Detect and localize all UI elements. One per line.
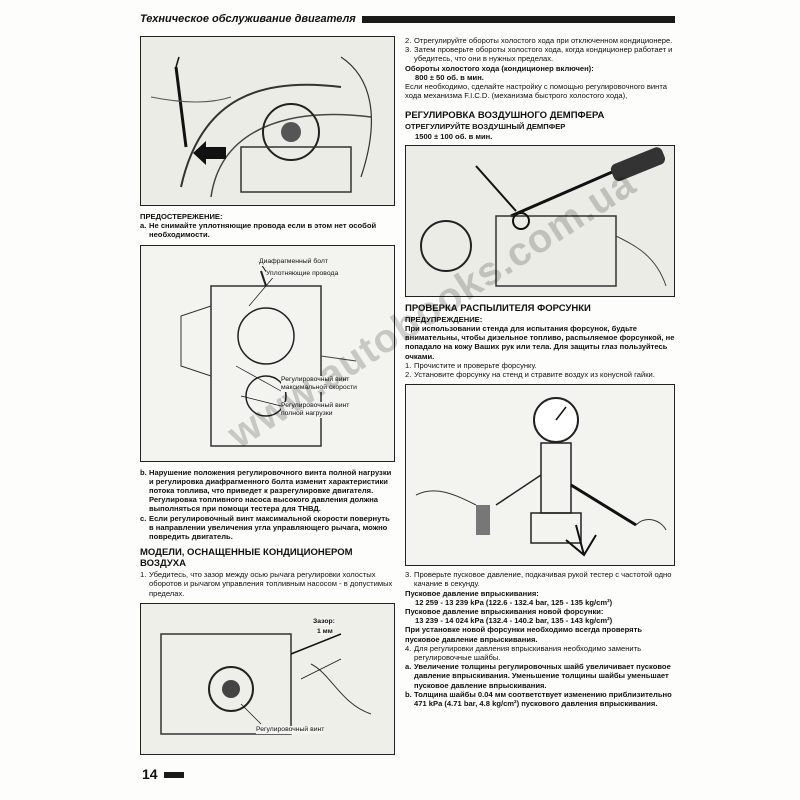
nozzle-note-b: b.Толщина шайбы 0.04 мм соответствует из… <box>405 689 672 709</box>
pressure-new-title: Пусковое давление впрыскивания новой фор… <box>405 607 604 617</box>
label-diaphragm-bolt: Диафрагменный болт <box>259 257 328 266</box>
nozzle-step-3: 3.Проверьте пусковое давление, подкачива… <box>405 570 672 589</box>
nozzle-step-2: 2.Установите форсунку на стенд и стравит… <box>405 370 655 380</box>
nozzle-caution: При использовании стенда для испытания ф… <box>405 324 675 361</box>
figure-injection-pump-side: Диафрагменный болт Уплотняющие провода Р… <box>140 244 395 462</box>
nozzle-caution-title: ПРЕДУПРЕЖДЕНИЕ: <box>405 314 483 324</box>
damper-subtitle: ОТРЕГУЛИРУЙТЕ ВОЗДУШНЫЙ ДЕМПФЕР <box>405 122 566 132</box>
pressure-note: При установке новой форсунки необходимо … <box>405 625 642 644</box>
damper-value: 1500 ± 100 об. в мин. <box>415 131 493 141</box>
page-number: 14 <box>142 766 158 782</box>
caution-a: a.Не снимайте уплотняющие провода если в… <box>140 221 377 240</box>
label-seal-wires: Уплотняющие провода <box>266 269 339 278</box>
section-nozzle-title: ПРОВЕРКА РАСПЫЛИТЕЛЯ ФОРСУНКИ <box>405 302 591 314</box>
label-full-load-screw: Регулировочный винт полной нагрузки <box>281 401 361 418</box>
header-bar <box>330 16 675 23</box>
caution-title: ПРЕДОСТЕРЕЖЕНИЕ: <box>140 212 223 221</box>
label-gap: Зазор: <box>313 617 335 626</box>
label-adjust-screw: Регулировочный винт <box>256 725 325 734</box>
ac-step-1: 1.Убедитесь, что зазор между осью рычага… <box>140 570 393 598</box>
step-2: 2.Отрегулируйте обороты холостого хода п… <box>405 36 673 45</box>
right-column: 2.Отрегулируйте обороты холостого хода п… <box>405 36 675 708</box>
step-3: 3.Затем проверьте обороты холостого хода… <box>405 45 673 64</box>
left-column: ПРЕДОСТЕРЕЖЕНИЕ: a.Не снимайте уплотняющ… <box>140 36 395 755</box>
nozzle-step-4: 4.Для регулировки давления впрыскивания … <box>405 643 642 663</box>
figure-idle-gap: Зазор: 1 мм Регулировочный винт <box>140 602 395 755</box>
figure-air-damper <box>405 144 675 297</box>
note-c: c.Если регулировочный винт максимальной … <box>140 513 390 542</box>
fcid-note: Если необходимо, сделайте настройку с по… <box>405 82 667 101</box>
pressure-value: 12 259 - 13 239 kPa (122.6 - 132.4 bar, … <box>415 597 613 607</box>
idle-value: 800 ± 50 об. в мин. <box>415 72 484 82</box>
header-title: Техническое обслуживание двигателя <box>140 12 362 26</box>
pressure-title: Пусковое давление впрыскивания: <box>405 588 539 598</box>
page-number-bar <box>164 772 184 778</box>
nozzle-note-a: a.Увеличение толщины регулировочных шайб… <box>405 662 671 690</box>
section-damper-title: РЕГУЛИРОВКА ВОЗДУШНОГО ДЕМПФЕРА <box>405 110 605 122</box>
nozzle-step-1: 1.Прочистите и проверьте форсунку. <box>405 360 537 370</box>
label-gap-value: 1 мм <box>317 627 333 636</box>
figure-nozzle-tester <box>405 384 675 567</box>
page-header: Техническое обслуживание двигателя <box>140 12 675 28</box>
note-b: b.Нарушение положения регулировочного ви… <box>140 467 392 514</box>
pressure-new-value: 13 239 - 14 024 kPa (132.4 - 140.2 bar, … <box>415 616 613 626</box>
label-max-speed-screw: Регулировочный винт максимальной скорост… <box>281 375 376 392</box>
idle-title: Обороты холостого хода (кондиционер вклю… <box>405 63 594 73</box>
figure-injection-pump-top <box>140 36 395 206</box>
section-ac-title: МОДЕЛИ, ОСНАЩЕННЫЕ КОНДИЦИОНЕРОМ ВОЗДУХА <box>140 547 353 570</box>
